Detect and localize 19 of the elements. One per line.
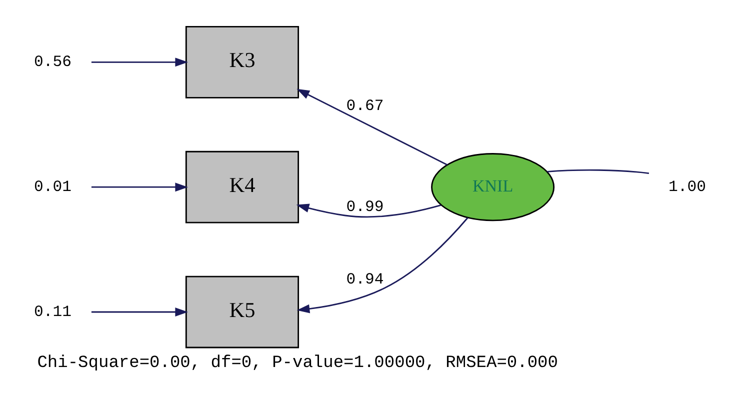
node-ellipse: KNIL [431,152,555,221]
node-text: 0.56 [34,52,72,71]
node-box: K4 [185,150,300,223]
node-box: K3 [185,25,300,98]
arrow [91,57,188,66]
edge-label: 0.67 [346,96,384,115]
edge-label: 0.94 [346,270,384,288]
node-text: 1.00 [668,178,706,196]
arrow [91,182,188,192]
edge-label: 0.99 [346,197,384,216]
arrow [91,307,188,316]
arrow [296,203,442,218]
arrow [296,216,468,313]
node-text: 0.01 [34,178,72,196]
node-box: K5 [185,275,300,348]
arrow [296,88,448,165]
node-text: 0.11 [34,302,72,320]
caption: Chi-Square=0.00, df=0, P-value=1.00000, RMSEA=0.000 [37,353,558,372]
connector [547,168,650,174]
